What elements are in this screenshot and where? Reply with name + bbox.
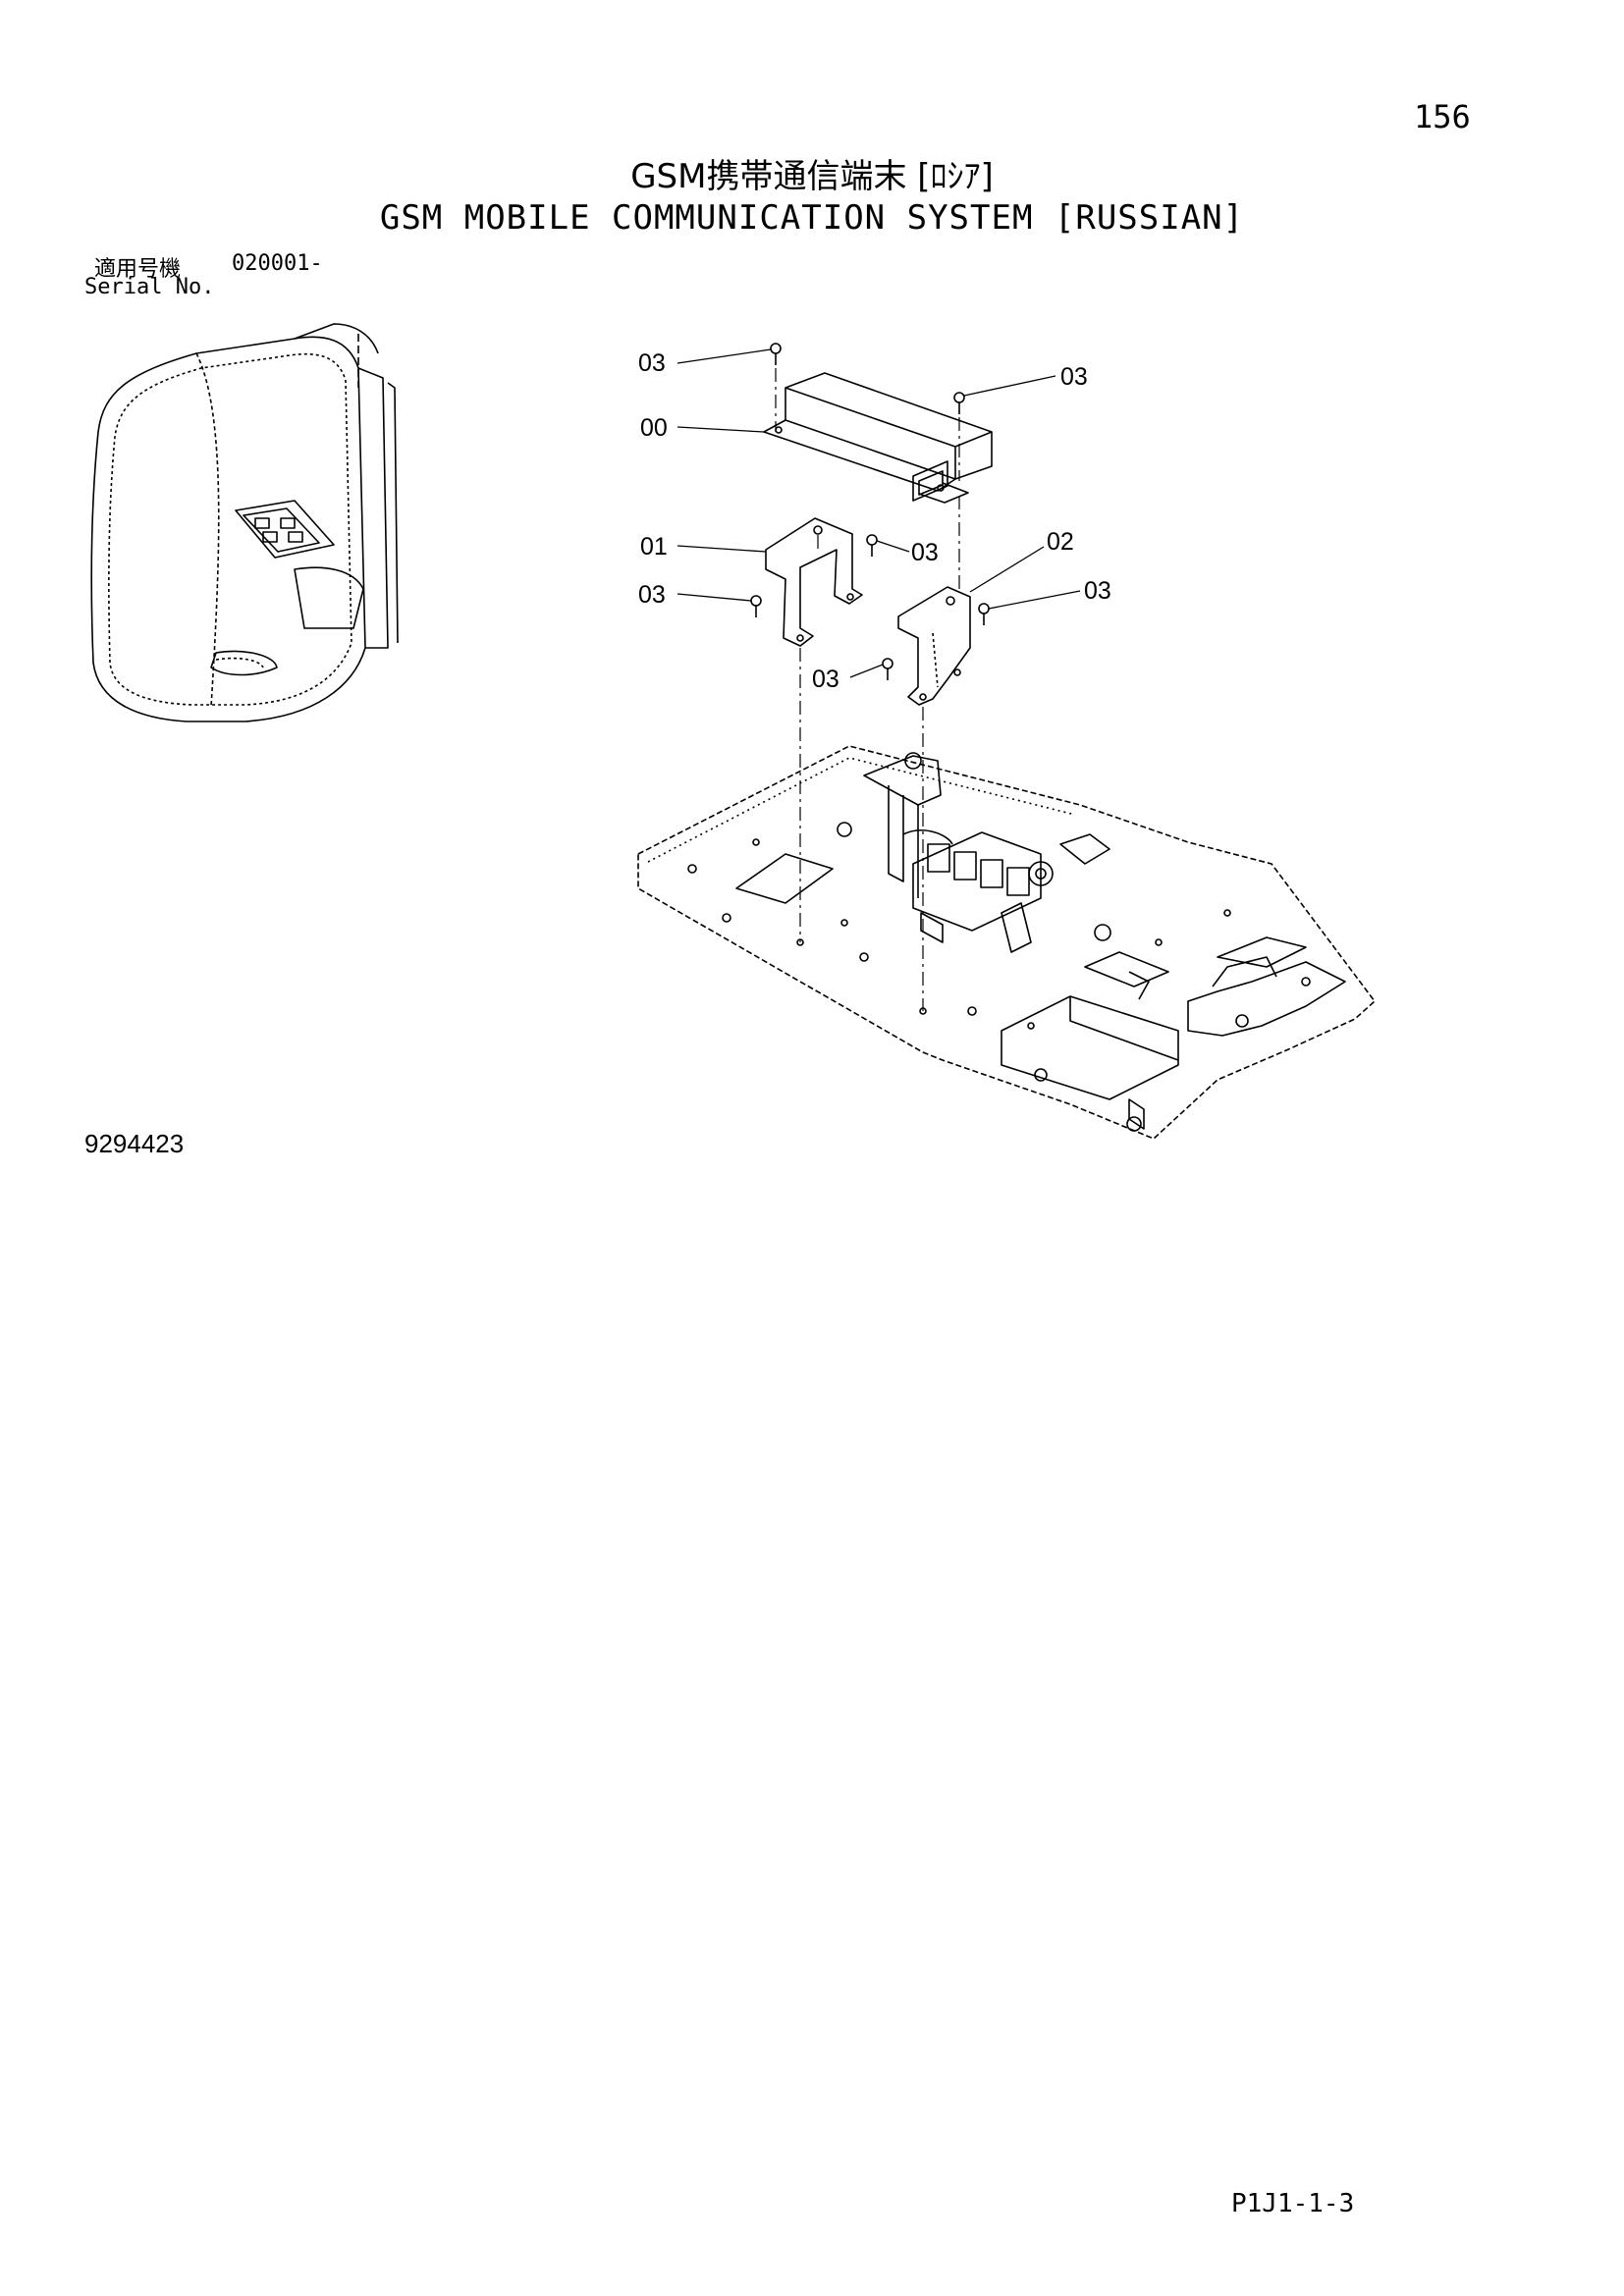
callout-label: 03 (812, 666, 839, 693)
page-title-japanese: GSM携帯通信端末 [ﾛｼｱ] (630, 157, 994, 196)
callout-label: 03 (1084, 577, 1111, 605)
callout-label: 03 (1060, 363, 1088, 391)
callout-label: 02 (1047, 528, 1074, 556)
screw-03 (866, 534, 878, 557)
serial-label-english: Serial No. (84, 275, 215, 299)
cab-locator-view (90, 323, 399, 722)
bracket-right (897, 586, 971, 706)
bracket-left (765, 517, 863, 647)
screw-03 (750, 595, 762, 617)
gsm-controller-unit (763, 372, 993, 504)
callout-label: 03 (638, 581, 666, 609)
serial-value: 020001- (232, 251, 323, 276)
page-title-english: GSM MOBILE COMMUNICATION SYSTEM [RUSSIAN… (379, 198, 1245, 238)
page-number: 156 (1414, 98, 1471, 135)
screw-03 (770, 343, 782, 365)
callout-label: 01 (640, 533, 668, 561)
cab-floor-plate (637, 745, 1376, 1140)
callout-label: 03 (638, 349, 666, 377)
screw-03 (978, 603, 990, 625)
screw-03 (882, 658, 893, 680)
screw-03 (953, 392, 965, 414)
exploded-view (750, 343, 993, 1011)
callout-label: 00 (640, 414, 668, 442)
serial-label-japanese: 適用号機 (94, 257, 182, 282)
page-code: P1J1-1-3 (1231, 2189, 1355, 2218)
callout-label: 03 (911, 539, 939, 566)
parts-diagram: 03 03 00 01 03 02 03 03 03 (90, 323, 1376, 1140)
drawing-number: 9294423 (84, 1129, 185, 1158)
